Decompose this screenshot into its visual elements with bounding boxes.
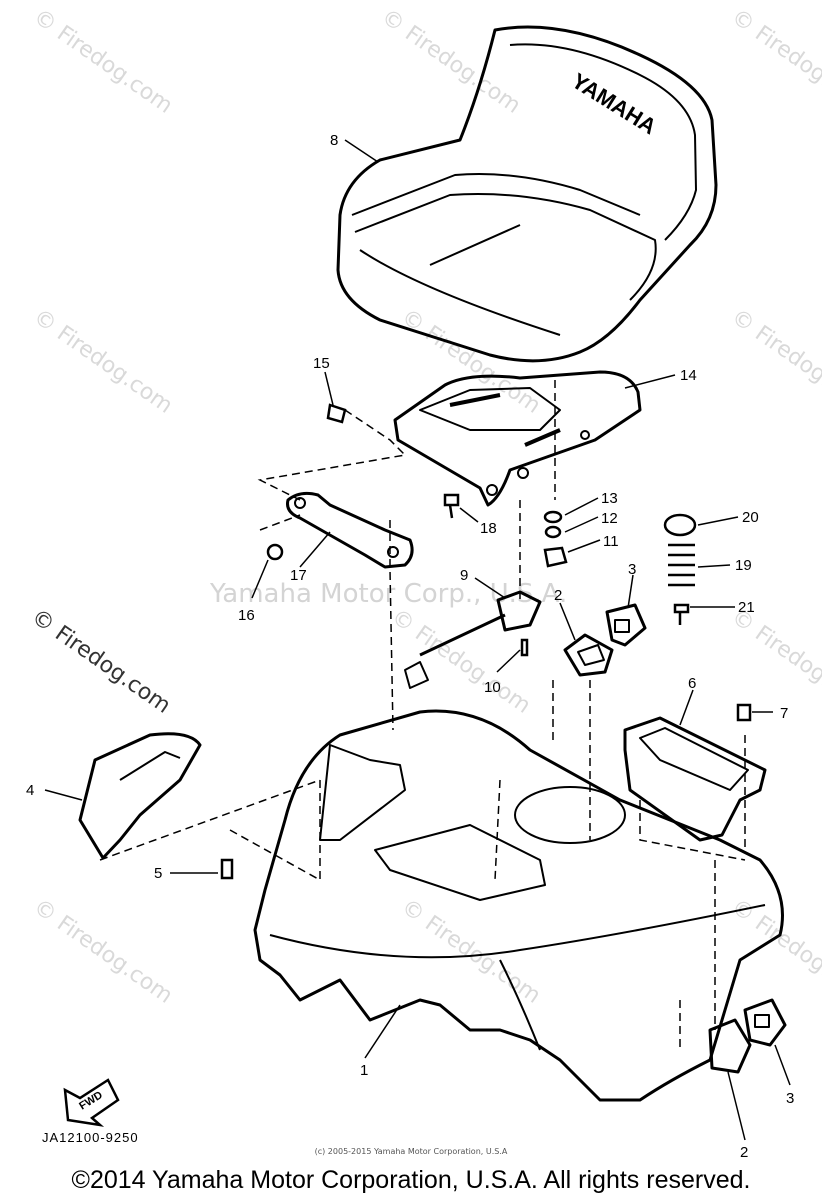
washer-13 xyxy=(543,510,563,524)
washer-12 xyxy=(544,525,562,539)
reference-code: JA12100-9250 xyxy=(42,1130,139,1145)
cushion-lower xyxy=(708,998,787,1074)
watermark-low-left: © Firedog.com xyxy=(29,894,177,1008)
callout-12: 12 xyxy=(601,510,618,527)
callout-11: 11 xyxy=(603,533,619,550)
cushion-upper xyxy=(563,603,647,677)
watermark-right-2: © Firedog.com xyxy=(727,604,822,718)
bolt-18 xyxy=(443,493,460,519)
callout-2-upper: 2 xyxy=(554,587,562,604)
copyright-small: (c) 2005-2015 Yamaha Motor Corporation, … xyxy=(314,1147,508,1156)
side-panel xyxy=(78,732,202,860)
callout-14: 14 xyxy=(680,367,697,384)
callout-21: 21 xyxy=(738,599,755,616)
small-hardware xyxy=(220,403,752,880)
callout-16: 16 xyxy=(238,607,255,624)
front-fender xyxy=(253,709,784,1102)
watermark-company: Yamaha Motor Corp., U.S.A. xyxy=(209,579,567,609)
watermark-top-right: © Firedog.com xyxy=(727,4,822,118)
cap-20 xyxy=(663,513,697,537)
callout-6: 6 xyxy=(688,675,696,692)
callout-2-lower: 2 xyxy=(740,1144,748,1161)
fwd-text: FWD xyxy=(77,1089,105,1112)
callout-17: 17 xyxy=(290,567,307,584)
callout-5: 5 xyxy=(154,865,162,882)
screw-10 xyxy=(520,638,529,657)
seat-bracket xyxy=(393,370,642,507)
bolt-5 xyxy=(220,858,234,880)
bolt-15 xyxy=(326,403,347,424)
forward-direction-marker: FWD xyxy=(63,1078,120,1127)
callout-10: 10 xyxy=(484,679,501,696)
callout-labels: 8 14 15 13 12 11 20 19 21 18 17 16 9 3 2… xyxy=(26,132,794,1161)
watermark-left-strong: © Firedog.com xyxy=(27,604,175,718)
watermark-group: © Firedog.com © Firedog.com © Firedog.co… xyxy=(27,4,822,1008)
watermark-mid-left: © Firedog.com xyxy=(29,304,177,418)
seat: YAMAHA xyxy=(336,25,718,363)
callout-15: 15 xyxy=(313,355,330,372)
callout-9: 9 xyxy=(460,567,468,584)
watermark-low-center: © Firedog.com xyxy=(397,894,545,1008)
storage-box xyxy=(623,716,767,842)
watermark-center-2: © Firedog.com xyxy=(387,604,535,718)
spring-19 xyxy=(668,543,695,587)
watermark-low-right: © Firedog.com xyxy=(727,894,822,1008)
callout-3-upper: 3 xyxy=(628,561,636,578)
callout-19: 19 xyxy=(735,557,752,574)
fwd-arrow-icon xyxy=(63,1078,120,1127)
watermark-mid-right: © Firedog.com xyxy=(727,304,822,418)
hinge-plate xyxy=(286,491,414,569)
bolt-7 xyxy=(736,703,752,722)
callout-3-lower: 3 xyxy=(786,1090,794,1107)
leader-lines xyxy=(44,139,791,1141)
nut-16 xyxy=(266,543,284,561)
callout-8: 8 xyxy=(330,132,338,149)
callout-1: 1 xyxy=(360,1062,368,1079)
callout-20: 20 xyxy=(742,509,759,526)
callout-4: 4 xyxy=(26,782,34,799)
nut-11 xyxy=(543,546,568,568)
watermark-top-mid: © Firedog.com xyxy=(377,4,525,118)
copyright-main: ©2014 Yamaha Motor Corporation, U.S.A. A… xyxy=(71,1166,751,1194)
assembly-lines xyxy=(99,380,746,1050)
callout-13: 13 xyxy=(601,490,618,507)
bolt-21 xyxy=(673,603,690,625)
lock-bracket xyxy=(404,590,542,689)
callout-18: 18 xyxy=(480,520,497,537)
watermark-top-left: © Firedog.com xyxy=(29,4,177,118)
callout-7: 7 xyxy=(780,705,788,722)
